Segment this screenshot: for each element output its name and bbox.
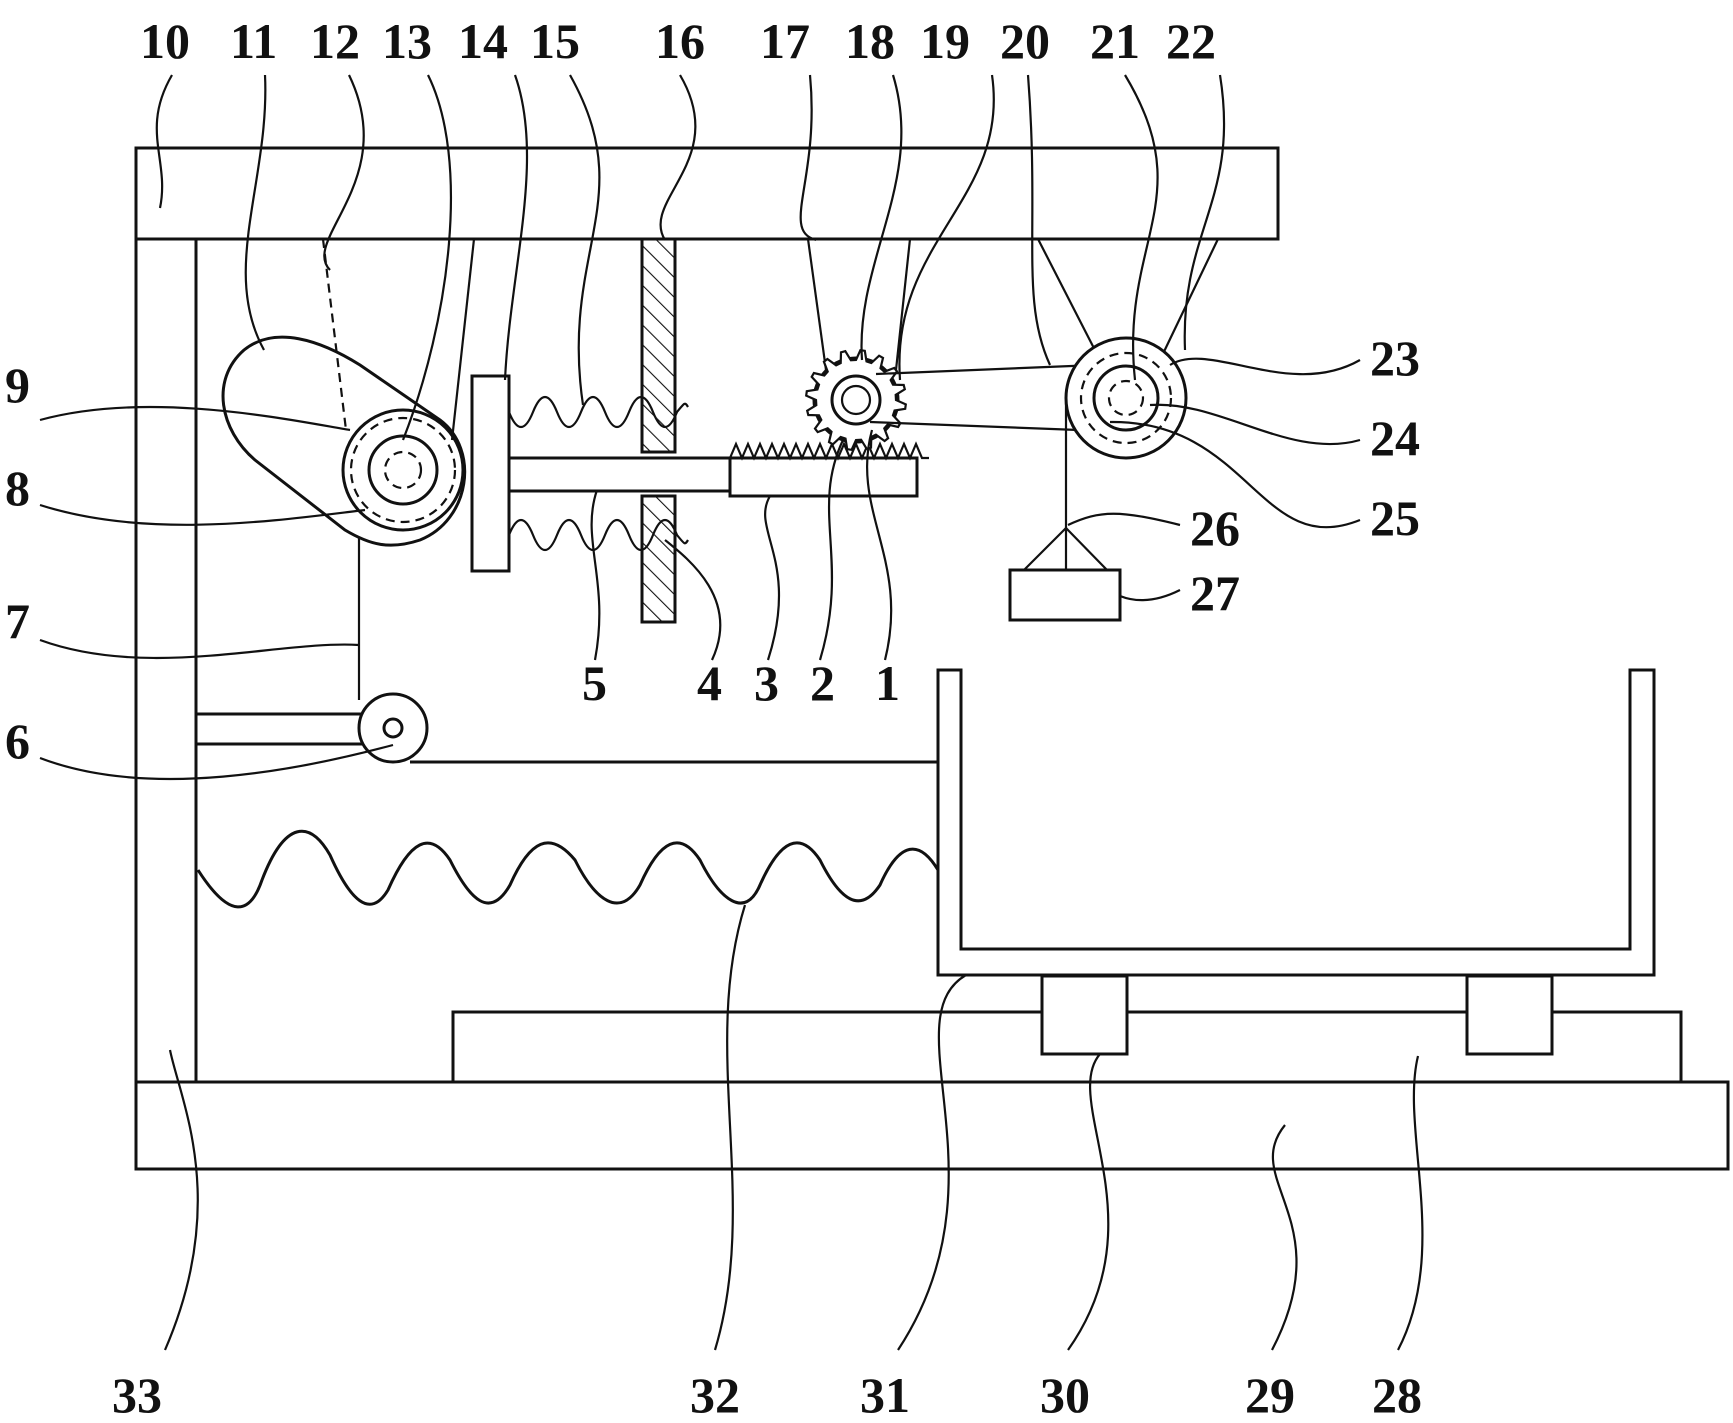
top-beam [134, 146, 1280, 241]
pulley-rim-dashed [1079, 351, 1173, 445]
gear-mount-left [806, 238, 828, 371]
label-3: 3 [754, 655, 779, 711]
label-19: 19 [920, 13, 970, 69]
slider-left [1040, 974, 1129, 1056]
label-27: 27 [1190, 565, 1240, 621]
label-12: 12 [310, 13, 360, 69]
label-15: 15 [530, 13, 580, 69]
wheel-rim-dashed [349, 416, 457, 524]
part-labels: 10 11 12 13 14 15 16 17 18 19 20 21 22 9… [5, 13, 1422, 1423]
label-14: 14 [458, 13, 508, 69]
wheel [341, 408, 465, 532]
label-6: 6 [5, 713, 30, 769]
label-8: 8 [5, 460, 30, 516]
pulley-mount-right [1159, 238, 1219, 361]
counterweight [1008, 568, 1122, 622]
label-32: 32 [690, 1367, 740, 1423]
driven-pulley [1064, 336, 1188, 460]
label-13: 13 [382, 13, 432, 69]
wheel-hub [367, 434, 439, 506]
label-18: 18 [845, 13, 895, 69]
label-9: 9 [5, 357, 30, 413]
slider-right [1465, 974, 1554, 1056]
pulley-axle-dashed [1107, 379, 1145, 417]
label-20: 20 [1000, 13, 1050, 69]
push-rod [507, 456, 732, 493]
gear-axle [840, 384, 872, 416]
label-21: 21 [1090, 13, 1140, 69]
rack [728, 456, 919, 498]
label-25: 25 [1370, 490, 1420, 546]
label-29: 29 [1245, 1367, 1295, 1423]
wheel-axle-dashed [383, 450, 423, 490]
label-24: 24 [1370, 410, 1420, 466]
label-11: 11 [230, 13, 277, 69]
label-26: 26 [1190, 500, 1240, 556]
pulley-hub [1092, 364, 1160, 432]
gear-hub [830, 374, 882, 426]
label-7: 7 [5, 593, 30, 649]
label-33: 33 [112, 1367, 162, 1423]
pulley-mount-left [1037, 238, 1101, 361]
label-10: 10 [140, 13, 190, 69]
hook-lines [1023, 527, 1108, 571]
guide-wall-lower [640, 494, 677, 624]
base-plate [134, 1080, 1730, 1171]
return-spring [196, 829, 940, 909]
collection-box [936, 668, 1656, 977]
label-16: 16 [655, 13, 705, 69]
label-4: 4 [697, 655, 722, 711]
guide-wall-upper [640, 237, 677, 454]
label-28: 28 [1372, 1367, 1422, 1423]
label-23: 23 [1370, 330, 1420, 386]
label-30: 30 [1040, 1367, 1090, 1423]
label-2: 2 [810, 655, 835, 711]
motor-mount-right [450, 238, 476, 441]
rack-teeth [728, 441, 929, 461]
lower-pulley-pin [382, 717, 404, 739]
push-plate [470, 374, 511, 573]
gear-mount-right [894, 238, 912, 371]
label-5: 5 [582, 655, 607, 711]
label-17: 17 [760, 13, 810, 69]
left-column [134, 237, 198, 1084]
label-22: 22 [1166, 13, 1216, 69]
leader-lines [39, 74, 1424, 1351]
motor-mount-left [321, 238, 348, 431]
label-1: 1 [875, 655, 900, 711]
label-31: 31 [860, 1367, 910, 1423]
